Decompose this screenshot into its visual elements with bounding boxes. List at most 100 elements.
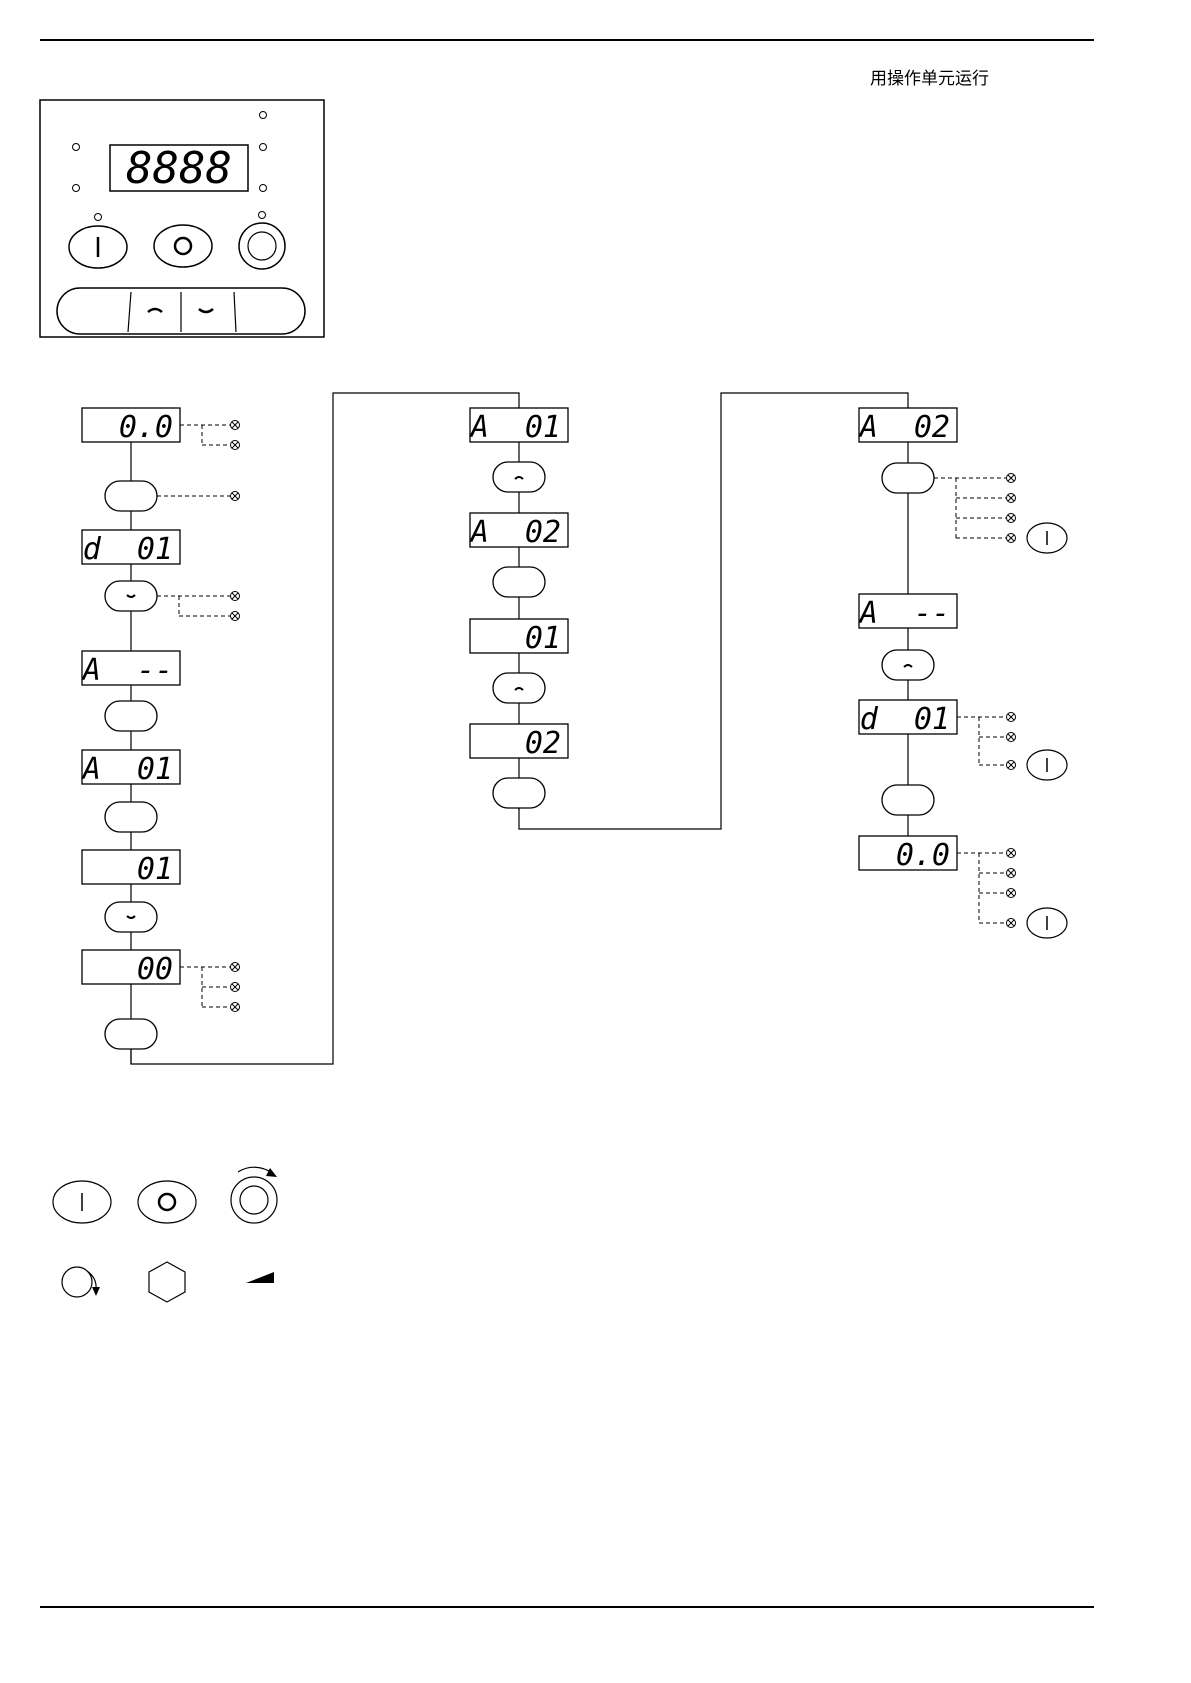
flow-key — [493, 778, 545, 808]
up-arrow-icon — [148, 309, 162, 312]
display-value: d 01 — [83, 532, 173, 567]
seven-segment-display: 0.0 — [82, 408, 240, 450]
panel-led — [260, 144, 267, 151]
run-key-icon — [53, 1181, 111, 1223]
down-key[interactable] — [199, 309, 213, 312]
indicator-led-icon — [1007, 733, 1016, 742]
display-value: A -- — [858, 596, 950, 631]
indicator-led-icon — [231, 963, 240, 972]
display-value: A 01 — [81, 752, 173, 787]
indicator-led-icon — [1007, 713, 1016, 722]
display-value: A -- — [81, 653, 173, 688]
display-value: 0.0 — [896, 838, 950, 873]
jog-icon — [248, 232, 276, 260]
flow-key — [882, 650, 934, 680]
flow-key — [105, 581, 240, 621]
display-value: A 02 — [858, 410, 950, 445]
stop-icon — [175, 238, 191, 254]
seven-segment-display: 00 — [82, 950, 240, 1012]
panel-led — [260, 185, 267, 192]
display-value: 02 — [525, 726, 561, 761]
display-value: d 01 — [860, 702, 950, 737]
indicator-led-icon — [1007, 761, 1016, 770]
led-leader — [934, 474, 1067, 554]
flow-key — [105, 701, 157, 731]
flow-key — [105, 802, 157, 832]
indicator-led-icon — [1007, 919, 1016, 928]
stop-key[interactable] — [154, 225, 212, 267]
jog-key-icon — [231, 1167, 277, 1223]
stop-key-icon — [138, 1181, 196, 1223]
indicator-led-icon — [1007, 474, 1016, 483]
flow-key — [105, 1019, 157, 1049]
run-key-icon — [1027, 523, 1067, 553]
flow-key — [493, 673, 545, 703]
indicator-led-icon — [231, 592, 240, 601]
display-value: A 01 — [469, 410, 561, 445]
enter-key[interactable] — [238, 292, 302, 332]
display-value: A 02 — [469, 515, 561, 550]
seven-segment-display: 0.0 — [859, 836, 1067, 938]
panel-led — [95, 214, 102, 221]
display-value: 01 — [137, 852, 173, 887]
panel-led — [260, 112, 267, 119]
panel-led — [73, 185, 80, 192]
up-key[interactable] — [148, 309, 162, 312]
seven-segment-display: A 01 — [81, 750, 180, 787]
seven-segment-display: d 01 — [859, 700, 1067, 780]
flow-key — [493, 462, 545, 492]
flow-key — [493, 567, 545, 597]
operator-panel: 8888 — [40, 100, 324, 337]
indicator-led-icon — [231, 492, 240, 501]
led-leader — [180, 421, 240, 450]
seven-segment-display: 02 — [470, 724, 568, 761]
down-arrow-icon — [199, 309, 213, 312]
display-value: 0.0 — [119, 410, 173, 445]
ramp-icon — [246, 1272, 274, 1283]
prog-key[interactable] — [60, 292, 126, 332]
flow-key — [882, 785, 934, 815]
indicator-led-icon — [231, 983, 240, 992]
seven-segment-display: A -- — [858, 594, 957, 631]
rotation-icon — [62, 1267, 100, 1297]
run-key-icon — [1027, 750, 1067, 780]
led-leader — [157, 592, 240, 621]
panel-display-value: 8888 — [126, 143, 232, 194]
indicator-led-icon — [1007, 849, 1016, 858]
keypad-bar — [57, 288, 305, 334]
flow-column-3: A 02 A -- d 01 0.0 — [858, 408, 1067, 938]
flow-column-2: A 01 A 02 01 02 — [469, 408, 568, 808]
run-key-icon — [1027, 908, 1067, 938]
indicator-led-icon — [1007, 534, 1016, 543]
indicator-led-icon — [1007, 494, 1016, 503]
led-leader — [957, 849, 1067, 939]
hexagon-icon — [149, 1262, 185, 1302]
panel-led — [259, 212, 266, 219]
indicator-led-icon — [231, 1003, 240, 1012]
led-leader — [957, 713, 1067, 781]
flow-column-1: 0.0 d 01 A -- A 01 01 00 — [81, 408, 240, 1049]
panel-led — [73, 144, 80, 151]
jog-key[interactable] — [239, 223, 285, 269]
seven-segment-display: d 01 — [82, 530, 180, 567]
indicator-led-icon — [231, 421, 240, 430]
led-leader — [180, 963, 240, 1012]
led-leader — [157, 492, 240, 501]
seven-segment-display: A 02 — [469, 513, 568, 550]
seven-segment-display: A 02 — [858, 408, 957, 445]
seven-segment-display: 01 — [470, 619, 568, 656]
seven-segment-display: A -- — [81, 651, 180, 688]
indicator-led-icon — [1007, 514, 1016, 523]
indicator-led-icon — [231, 612, 240, 621]
indicator-led-icon — [1007, 889, 1016, 898]
run-key[interactable] — [69, 226, 127, 268]
flow-key — [882, 463, 1067, 553]
seven-segment-display: A 01 — [469, 408, 568, 445]
flow-key — [105, 481, 240, 511]
flow-key — [105, 902, 157, 932]
display-value: 01 — [525, 621, 561, 656]
indicator-led-icon — [1007, 869, 1016, 878]
legend — [53, 1167, 277, 1302]
seven-segment-display: 01 — [82, 850, 180, 887]
